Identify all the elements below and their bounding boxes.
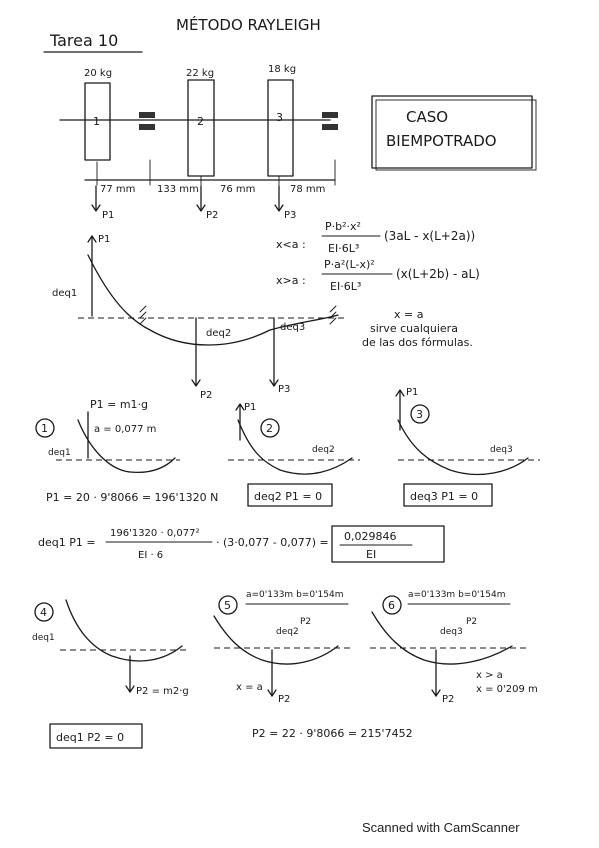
formula-2-den: EI·6L³ <box>330 280 361 293</box>
case-line-1: CASO <box>406 108 448 126</box>
mass-1-label: 20 kg <box>84 68 112 79</box>
note-line-3: de las dos fórmulas. <box>362 336 473 349</box>
note-line-2: sirve cualquiera <box>370 322 458 335</box>
case-2-number: 2 <box>266 422 273 435</box>
deq1-lhs: deq1 P1 = <box>38 536 96 549</box>
case-3: 3 P1 deq3 deq3 P1 = 0 <box>395 387 540 507</box>
scanner-watermark: Scanned with CamScanner <box>362 820 520 835</box>
case-5-x-eq-a: x = a <box>236 682 263 693</box>
shaft-diagram: 20 kg 22 kg 18 kg 1 2 3 77 mm 133 mm 76 … <box>59 64 338 221</box>
sketch-p3: P3 <box>278 384 290 395</box>
formula-2-tail: (x(L+2b) - aL) <box>396 267 480 281</box>
sketch-p1: P1 <box>98 234 110 245</box>
case-4-number: 4 <box>40 606 47 619</box>
mass-2-label: 22 kg <box>186 68 214 79</box>
p1-calc: P1 = 20 · 9'8066 = 196'1320 N <box>46 491 218 504</box>
deq1-p2-zero: deq1 P2 = 0 <box>56 731 124 744</box>
case-4-deq1: deq1 <box>32 633 55 643</box>
formula-1-num: P·b²·x² <box>325 220 361 233</box>
p2-mass-eq: P2 = m2·g <box>136 686 189 697</box>
dim-4: 78 mm <box>290 184 325 195</box>
case-6-p2-top: P2 <box>466 617 477 627</box>
load-p1-label: P1 <box>102 210 114 221</box>
sketch-deq2: deq2 <box>206 328 231 339</box>
case-4: 4 deq1 P2 = m2·g deq1 P2 = 0 <box>32 599 190 749</box>
case-3-deq3: deq3 <box>490 445 513 455</box>
case-1-number: 1 <box>41 422 48 435</box>
deq1-result-den: EI <box>366 548 376 561</box>
case-3-number: 3 <box>416 408 423 421</box>
task-title: Tarea 10 <box>49 31 118 50</box>
formula-1-den: EI·6L³ <box>328 242 359 255</box>
bearing-left <box>139 112 155 118</box>
method-title: MÉTODO RAYLEIGH <box>176 15 321 34</box>
case-6-p2: P2 <box>442 694 454 705</box>
deq1-numerator: 196'1320 · 0,077² <box>110 528 199 539</box>
case-6-dims: a=0'133m b=0'154m <box>408 590 505 600</box>
load-p3-label: P3 <box>284 210 296 221</box>
case-1-deq1: deq1 <box>48 448 71 458</box>
sketch-deq1: deq1 <box>52 288 77 299</box>
disc-3-number: 3 <box>276 111 283 124</box>
case-5-number: 5 <box>224 599 231 612</box>
deq1-result-line: deq1 P1 = 196'1320 · 0,077² EI · 6 · (3·… <box>38 525 445 563</box>
note-x-eq-a: x = a <box>394 308 423 321</box>
case-5-p2-top: P2 <box>300 617 311 627</box>
load-p2-label: P2 <box>206 210 218 221</box>
case-6-deq3: deq3 <box>440 627 463 637</box>
case-1: 1 P1 = m1·g a = 0,077 m deq1 P1 = 20 · 9… <box>35 398 218 504</box>
case-2-deq2: deq2 <box>312 445 335 455</box>
formula-2-num: P·a²(L-x)² <box>324 258 375 271</box>
case-3-p1: P1 <box>406 387 418 398</box>
dim-3: 76 mm <box>220 184 255 195</box>
case-2-p1: P1 <box>244 402 256 413</box>
case-6-x-value: x = 0'209 m <box>476 684 538 695</box>
case-box: CASO BIEMPOTRADO <box>371 95 537 171</box>
deq2-p1-zero: deq2 P1 = 0 <box>254 490 322 503</box>
a-value: a = 0,077 m <box>94 424 156 435</box>
case-5-dims: a=0'133m b=0'154m <box>246 590 343 600</box>
sketch-deq3: deq3 <box>280 322 305 333</box>
case-2: 2 P1 deq2 deq2 P1 = 0 <box>228 402 360 507</box>
deq1-result-num: 0,029846 <box>344 530 397 543</box>
p1-mass-eq: P1 = m1·g <box>90 398 148 411</box>
formula-1-tail: (3aL - x(L+2a)) <box>384 229 475 243</box>
case-5: 5 a=0'133m b=0'154m deq2 P2 P2 x = a <box>213 590 350 705</box>
dim-1: 77 mm <box>100 184 135 195</box>
dim-2: 133 mm <box>157 184 199 195</box>
disc-3 <box>267 79 294 177</box>
deq1-denominator: EI · 6 <box>138 550 163 561</box>
bearing-right <box>322 112 338 118</box>
deflection-formulas: x<a : P·b²·x² EI·6L³ (3aL - x(L+2a)) x>a… <box>276 220 480 349</box>
case-6: 6 a=0'133m b=0'154m deq3 P2 P2 x > a x =… <box>370 590 538 705</box>
formula-1-cond: x<a : <box>276 238 306 251</box>
case-line-2: BIEMPOTRADO <box>386 132 497 150</box>
case-5-p2: P2 <box>278 694 290 705</box>
sketch-p2: P2 <box>200 390 212 401</box>
case-5-deq2: deq2 <box>276 627 299 637</box>
mass-3-label: 18 kg <box>268 64 296 75</box>
disc-1 <box>84 82 111 161</box>
case-6-number: 6 <box>388 599 395 612</box>
deq3-p1-zero: deq3 P1 = 0 <box>410 490 478 503</box>
deq1-tail: · (3·0,077 - 0,077) = <box>216 536 329 549</box>
disc-1-number: 1 <box>93 115 100 128</box>
formula-2-cond: x>a : <box>276 274 306 287</box>
case-6-x-gt-a: x > a <box>476 670 503 681</box>
p2-calc: P2 = 22 · 9'8066 = 215'7452 <box>252 727 413 740</box>
global-deflection-sketch: P1 deq1 P2 deq2 P3 deq3 <box>52 234 345 401</box>
disc-2-number: 2 <box>197 115 204 128</box>
